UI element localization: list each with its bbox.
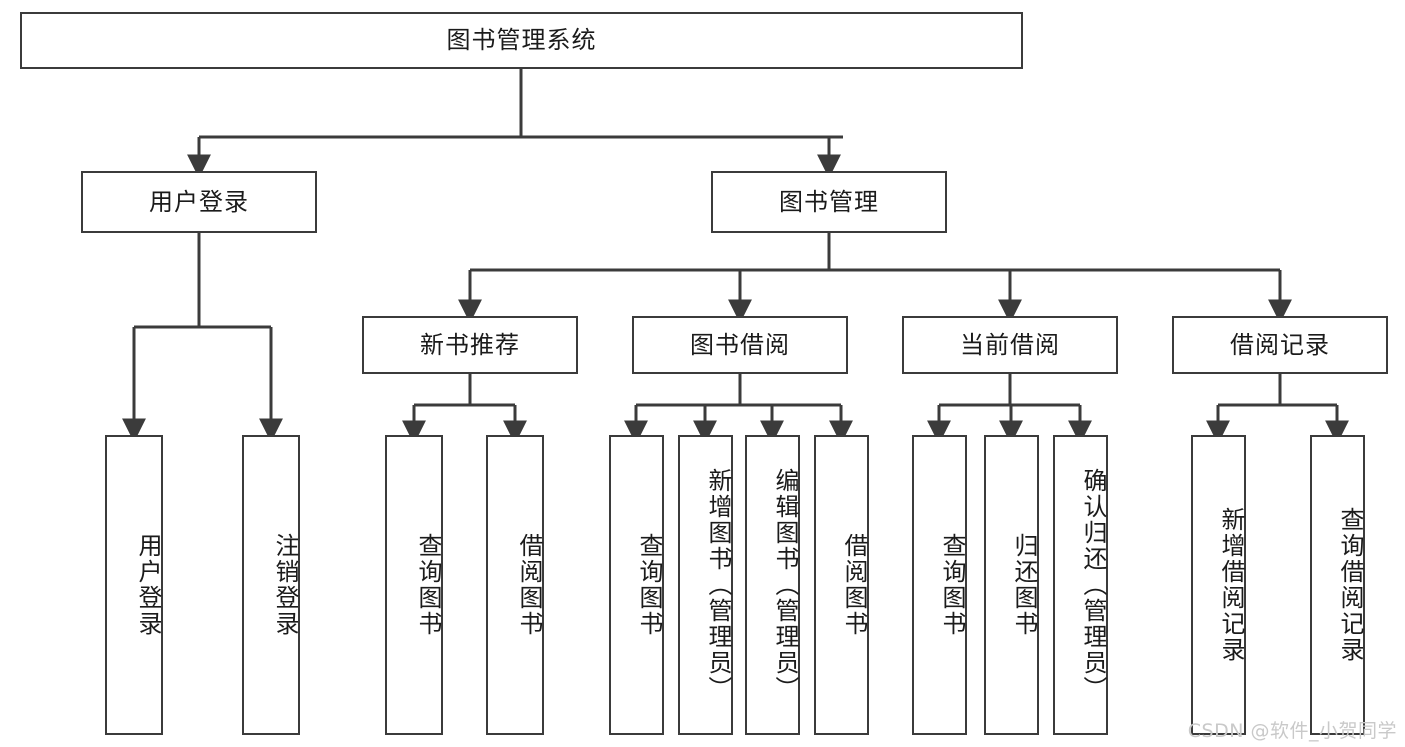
node-leaf-edit-book-label: 编辑图书（管理员）	[771, 468, 799, 702]
node-root[interactable]: 图书管理系统	[20, 12, 1023, 69]
node-leaf-query-book-current[interactable]: 查询图书	[912, 435, 967, 735]
watermark: CSDN @软件_小贺同学	[1187, 720, 1397, 742]
node-leaf-add-record[interactable]: 新增借阅记录	[1191, 435, 1246, 735]
node-borrow-record[interactable]: 借阅记录	[1172, 316, 1388, 374]
node-leaf-user-login-label: 用户登录	[134, 533, 162, 637]
node-leaf-borrow-book-rec[interactable]: 借阅图书	[486, 435, 544, 735]
node-leaf-borrow-book-label: 借阅图书	[840, 533, 868, 637]
node-leaf-confirm-return[interactable]: 确认归还（管理员）	[1053, 435, 1108, 735]
node-leaf-query-record[interactable]: 查询借阅记录	[1310, 435, 1365, 735]
node-leaf-query-book-rec[interactable]: 查询图书	[385, 435, 443, 735]
node-current-borrow-label: 当前借阅	[960, 330, 1060, 359]
node-leaf-borrow-book-rec-label: 借阅图书	[515, 533, 543, 637]
node-leaf-confirm-return-label: 确认归还（管理员）	[1079, 468, 1107, 702]
node-book-manage[interactable]: 图书管理	[711, 171, 947, 233]
node-leaf-logout-login[interactable]: 注销登录	[242, 435, 300, 735]
node-leaf-add-book[interactable]: 新增图书（管理员）	[678, 435, 733, 735]
node-leaf-query-book-rec-label: 查询图书	[414, 533, 442, 637]
node-new-book-recommend[interactable]: 新书推荐	[362, 316, 578, 374]
node-leaf-query-book-current-label: 查询图书	[938, 533, 966, 637]
node-new-book-recommend-label: 新书推荐	[420, 330, 520, 359]
node-leaf-return-book[interactable]: 归还图书	[984, 435, 1039, 735]
node-book-borrow[interactable]: 图书借阅	[632, 316, 848, 374]
node-book-manage-label: 图书管理	[779, 187, 879, 216]
node-leaf-borrow-book[interactable]: 借阅图书	[814, 435, 869, 735]
node-book-borrow-label: 图书借阅	[690, 330, 790, 359]
node-leaf-user-login[interactable]: 用户登录	[105, 435, 163, 735]
node-leaf-edit-book[interactable]: 编辑图书（管理员）	[745, 435, 800, 735]
node-user-login[interactable]: 用户登录	[81, 171, 317, 233]
node-leaf-query-record-label: 查询借阅记录	[1336, 507, 1364, 663]
node-leaf-logout-login-label: 注销登录	[271, 533, 299, 637]
node-leaf-query-book-borrow-label: 查询图书	[635, 533, 663, 637]
node-root-label: 图书管理系统	[446, 26, 597, 55]
node-leaf-add-book-label: 新增图书（管理员）	[704, 468, 732, 702]
node-leaf-return-book-label: 归还图书	[1010, 533, 1038, 637]
node-leaf-add-record-label: 新增借阅记录	[1217, 507, 1245, 663]
node-leaf-query-book-borrow[interactable]: 查询图书	[609, 435, 664, 735]
node-borrow-record-label: 借阅记录	[1230, 330, 1330, 359]
node-user-login-label: 用户登录	[149, 187, 249, 216]
node-current-borrow[interactable]: 当前借阅	[902, 316, 1118, 374]
